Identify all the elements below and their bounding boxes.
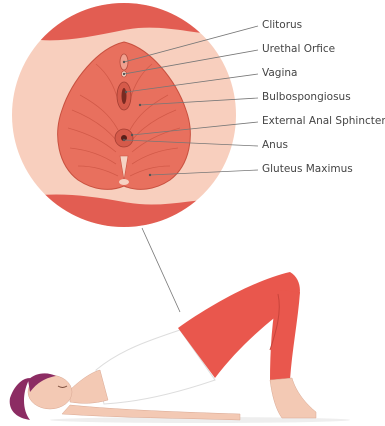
label-clitorus: Clitorus xyxy=(262,19,302,31)
label-anus: Anus xyxy=(262,139,288,151)
hair xyxy=(10,378,30,420)
label-gluteus-maximus: Gluteus Maximus xyxy=(262,163,353,175)
label-urethral-orifice: Urethal Orfice xyxy=(262,43,335,55)
bridge-pose-figure xyxy=(10,272,350,423)
label-external-anal-sphincter: External Anal Sphincter xyxy=(262,115,385,127)
label-vagina: Vagina xyxy=(262,67,297,79)
zoom-circle xyxy=(0,0,260,230)
foot xyxy=(270,378,316,418)
zoom-connector-line xyxy=(142,228,180,312)
label-bulbospongiosus: Bulbospongiosus xyxy=(262,91,351,103)
arm xyxy=(62,405,240,420)
